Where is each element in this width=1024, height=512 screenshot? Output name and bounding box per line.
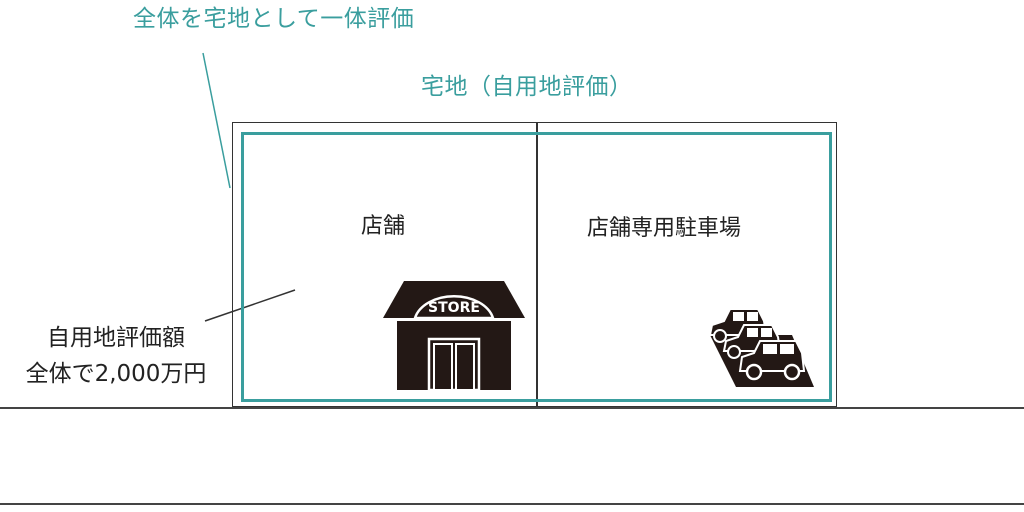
- road-edge-line: [0, 503, 1024, 505]
- parking-cars-icon: [708, 308, 814, 387]
- valuation-note-line2: 全体で2,000万円: [25, 361, 207, 387]
- parcel-divider: [536, 122, 538, 408]
- store-sign-text: STORE: [428, 300, 480, 316]
- valuation-note: 自用地評価額 全体で2,000万円: [10, 320, 222, 392]
- store-lot-label: 店舗: [361, 214, 406, 239]
- parking-lot-label: 店舗専用駐車場: [587, 216, 742, 241]
- valuation-leader-line: [204, 289, 296, 322]
- residential-lot-title: 宅地（自用地評価）: [421, 74, 633, 100]
- ground-line: [0, 407, 1024, 409]
- overall-evaluation-title: 全体を宅地として一体評価: [133, 6, 415, 32]
- store-icon: STORE: [383, 281, 525, 390]
- land-parcel-outline: [232, 122, 837, 407]
- overall-leader-line: [202, 52, 231, 189]
- unified-evaluation-frame: [241, 132, 832, 402]
- valuation-note-line1: 自用地評価額: [47, 325, 185, 351]
